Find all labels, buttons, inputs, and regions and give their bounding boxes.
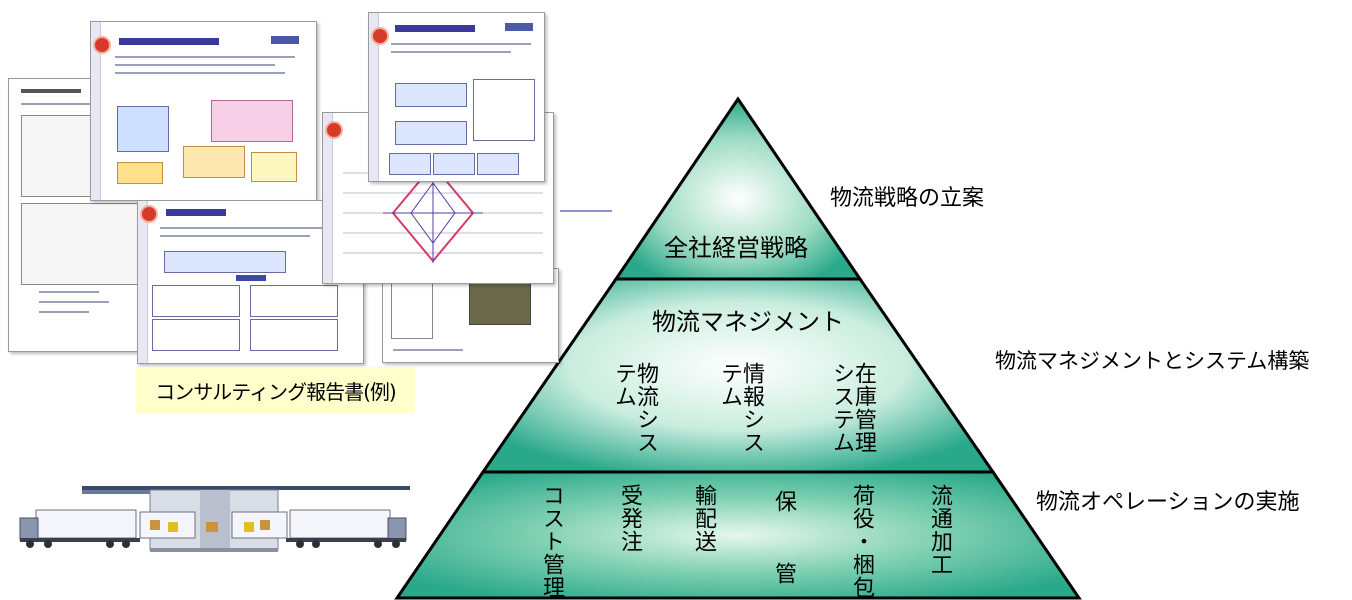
tier-label-top: 物流戦略の立案 <box>830 186 985 211</box>
tier-middle-title: 物流マネジメント <box>652 308 844 336</box>
operation-cost: コスト管理 <box>539 484 564 599</box>
operation-ordering: 受発注 <box>617 484 642 553</box>
tier-label-middle: 物流マネジメントとシステム構築 <box>995 349 1310 373</box>
system-information: 情報システム <box>717 362 764 454</box>
report-page-summary <box>137 200 364 364</box>
operation-handling: 荷役・梱包 <box>849 484 874 599</box>
warehouse-truck-dock-illustration <box>19 486 410 552</box>
operation-processing: 流通加工 <box>927 484 952 576</box>
report-page-flowchart <box>90 21 317 201</box>
tier-label-bottom: 物流オペレーションの実施 <box>1036 490 1300 515</box>
system-logistics: 物流システム <box>611 362 658 454</box>
tier-top-title: 全社経営戦略 <box>664 234 808 262</box>
operation-delivery: 輸配送 <box>691 484 716 553</box>
report-page-process <box>368 12 545 182</box>
report-caption: コンサルティング報告書(例) <box>136 367 415 413</box>
pyramid-tier-bottom <box>394 470 1082 600</box>
system-inventory: 在庫管理システム <box>829 362 876 454</box>
report-caption-text: コンサルティング報告書(例) <box>155 379 396 404</box>
operation-storage: 保 管 <box>771 490 796 598</box>
